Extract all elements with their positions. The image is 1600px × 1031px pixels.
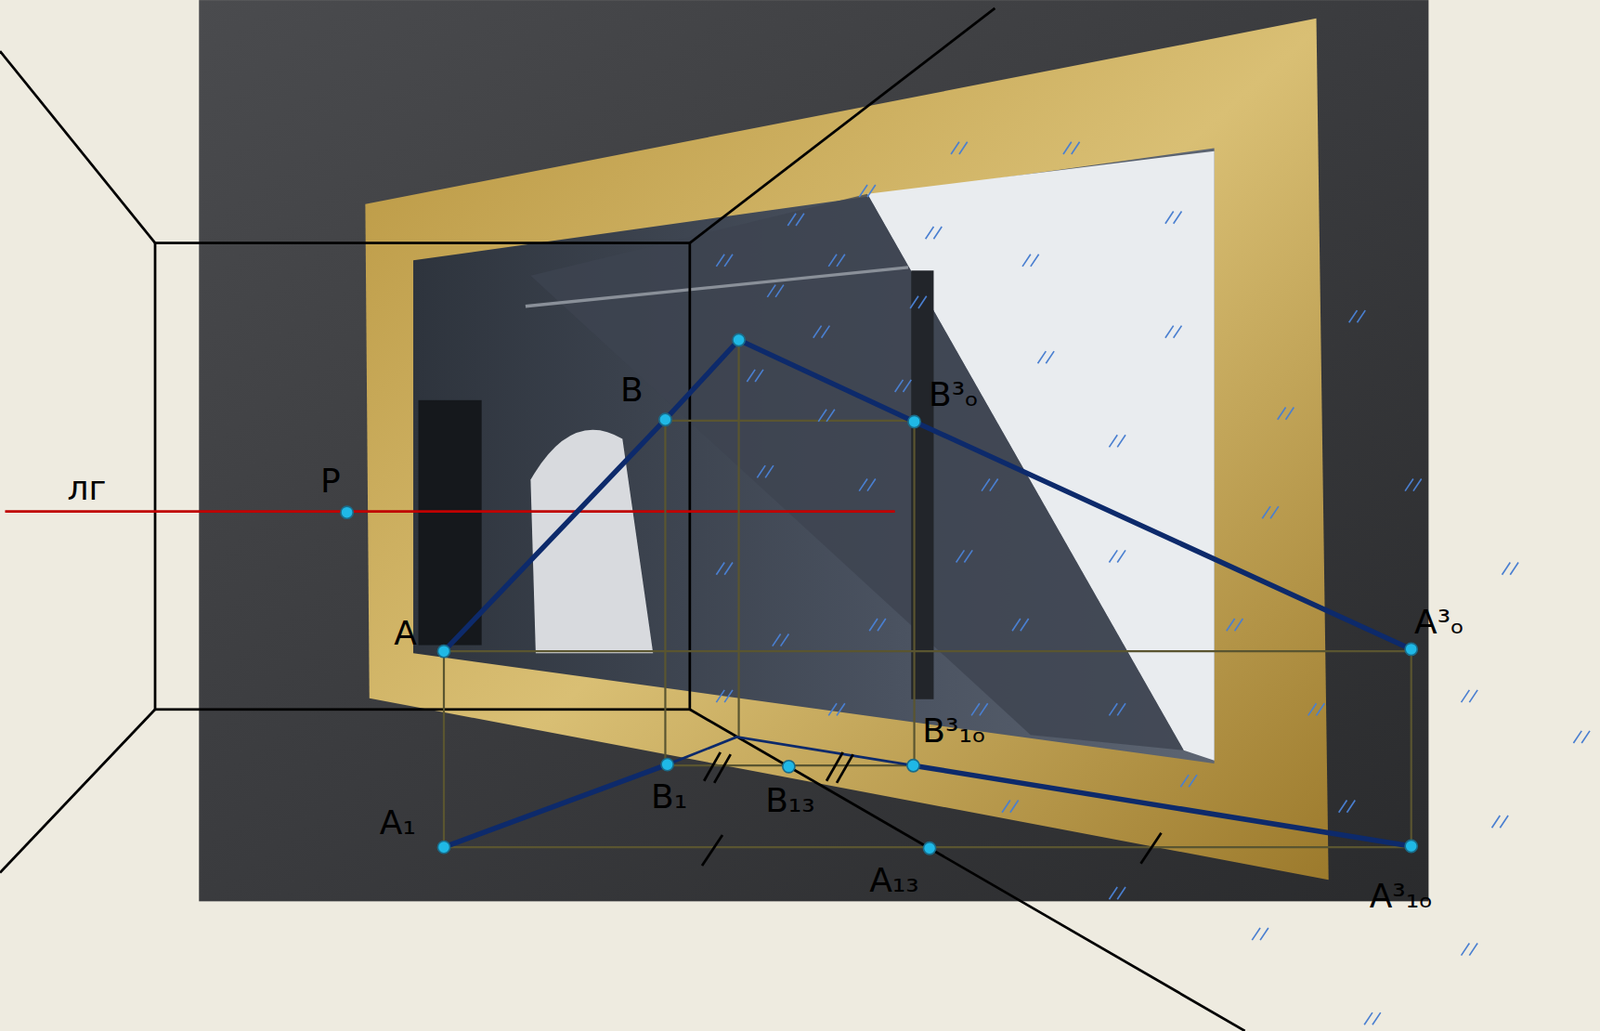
hatch-mark xyxy=(715,254,733,267)
hatch-mark xyxy=(1492,815,1509,828)
points xyxy=(340,333,1418,854)
hatch-mark xyxy=(1012,618,1029,631)
hatch-mark xyxy=(1339,800,1356,813)
point-label: A³₁ₒ xyxy=(1369,879,1433,913)
mirror-door xyxy=(418,400,482,646)
mirror-glass xyxy=(413,147,1215,764)
hatch-mark xyxy=(858,478,876,491)
hatch-mark xyxy=(910,296,927,309)
hatch-mark xyxy=(746,369,764,382)
point-dot xyxy=(437,841,450,854)
hatch-mark xyxy=(828,254,846,267)
hatch-mark xyxy=(1108,434,1126,447)
room-edge xyxy=(0,709,156,873)
point-label: A xyxy=(393,616,417,651)
point-label: B₁₃ xyxy=(765,783,816,818)
hatch-mark xyxy=(787,213,805,226)
point-label: B³₁ₒ xyxy=(922,714,986,748)
mirror-stair xyxy=(530,194,1184,751)
hatch-mark xyxy=(1165,211,1183,224)
hatch-mark xyxy=(1404,478,1422,491)
horizon-line xyxy=(4,509,895,513)
mirror-rail xyxy=(525,267,909,307)
hatch-mark xyxy=(858,184,876,197)
hatch-mark xyxy=(1108,702,1126,716)
hatch-mark xyxy=(950,142,968,155)
hatch-mark xyxy=(925,226,943,239)
point-label: B³ₒ xyxy=(928,377,979,412)
hatch-mark xyxy=(1349,310,1366,323)
equal-ticks xyxy=(702,752,1161,866)
hatch-mark xyxy=(715,689,733,703)
hatch-mark xyxy=(767,285,784,298)
hatch-mark xyxy=(1022,254,1040,267)
hatch-mark xyxy=(813,325,831,339)
hatch-mark xyxy=(1001,800,1019,813)
hatch-mark xyxy=(1226,618,1244,631)
point-dot xyxy=(923,842,936,855)
hatch-mark xyxy=(956,549,974,562)
hatch-mark xyxy=(1364,1012,1381,1025)
hatch-mark xyxy=(1461,689,1479,703)
hatch-mark xyxy=(1108,886,1126,899)
room-edge xyxy=(689,709,1246,1031)
hatch-mark xyxy=(1461,942,1479,955)
photo-wall xyxy=(198,0,1429,901)
hatch-mark xyxy=(818,409,835,422)
hatch-mark xyxy=(1063,142,1080,155)
hatch-mark xyxy=(772,633,790,646)
point-label: A₁₃ xyxy=(869,863,920,898)
hatch-mark xyxy=(1573,730,1590,743)
hatch-mark xyxy=(981,478,999,491)
point-label: B xyxy=(620,373,644,407)
point-dot xyxy=(1404,642,1418,655)
point-dot xyxy=(340,506,353,519)
glass-hatch xyxy=(715,142,1590,1026)
hatch-mark xyxy=(1180,774,1197,787)
point-dot xyxy=(782,760,795,773)
hatch-mark xyxy=(1308,702,1326,716)
point-dot xyxy=(661,758,674,771)
hatch-mark xyxy=(1261,506,1279,519)
hatch-mark xyxy=(1251,927,1269,940)
room-edge xyxy=(689,8,996,244)
point-dot xyxy=(732,333,745,346)
point-label: лг xyxy=(67,471,107,506)
hatch-mark xyxy=(869,618,886,631)
point-dot xyxy=(437,645,450,658)
hatch-mark xyxy=(1108,549,1126,562)
point-dot xyxy=(907,759,920,772)
hatch-mark xyxy=(756,465,774,478)
hatch-mark xyxy=(1502,562,1520,575)
point-dot xyxy=(908,415,921,428)
mirror-frame xyxy=(364,18,1328,880)
figure-lines xyxy=(443,339,1412,847)
construction-lines xyxy=(443,339,1412,847)
room-edge xyxy=(0,51,156,244)
hatch-mark xyxy=(1277,407,1295,420)
hatch-mark xyxy=(1038,351,1055,364)
point-label: A₁ xyxy=(379,806,417,840)
point-dot xyxy=(1404,839,1418,852)
hatch-mark xyxy=(1165,325,1183,339)
point-dot xyxy=(659,413,672,426)
hatch-mark xyxy=(828,702,846,716)
point-label: P xyxy=(320,464,341,498)
point-label: B₁ xyxy=(650,780,688,814)
hatch-mark xyxy=(895,379,912,392)
point-label: A³ₒ xyxy=(1414,605,1465,639)
hatch-mark xyxy=(715,562,733,575)
